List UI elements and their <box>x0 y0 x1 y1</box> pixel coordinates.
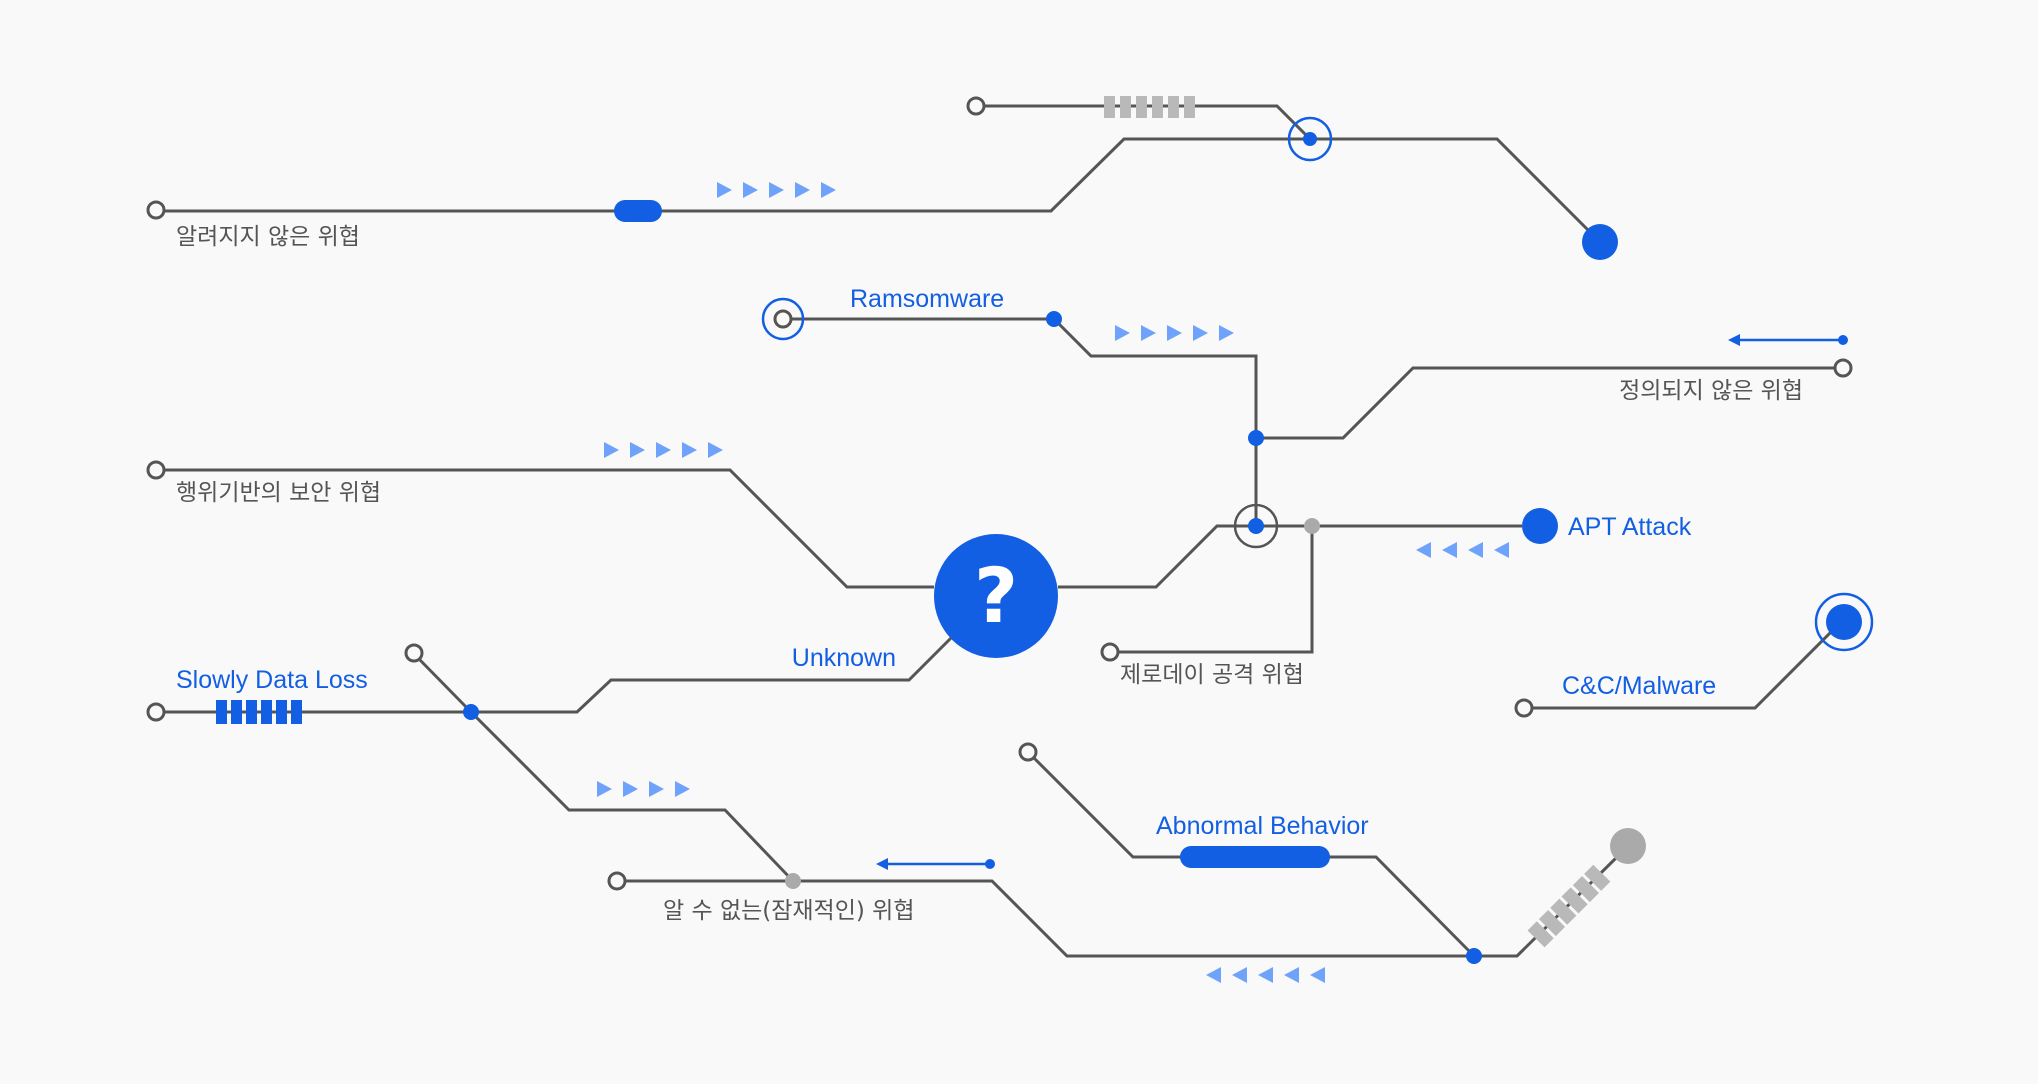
junction-dot <box>1303 132 1317 146</box>
junction-dot <box>1248 518 1264 534</box>
question-mark-icon: ? <box>974 551 1018 640</box>
gray-terminal-dot <box>1610 828 1646 864</box>
wire-top-gray <box>966 96 1333 162</box>
label-cnc-malware: C&C/Malware <box>1562 672 1716 700</box>
junction-dot <box>1466 948 1482 964</box>
label-ransomware: Ramsomware <box>850 285 1004 313</box>
arrow-origin-dot <box>1838 335 1848 345</box>
wire-unknown-threat: 알려지지 않은 위협 <box>146 137 1618 260</box>
label-behavior-threat: 행위기반의 보안 위협 <box>176 480 381 506</box>
junction-dot <box>1046 311 1062 327</box>
flow-arrows-left-icon <box>1206 967 1325 983</box>
wire-potential-threat <box>404 643 795 883</box>
start-node-icon <box>966 96 986 116</box>
label-zero-day-threat: 제로데이 공격 위협 <box>1120 662 1304 688</box>
label-undefined-threat: 정의되지 않은 위협 <box>1619 378 1803 404</box>
flow-arrows-right-icon <box>1115 325 1234 341</box>
wire-ransomware: Ramsomware <box>761 285 1258 526</box>
flow-arrows-right-icon <box>717 182 836 198</box>
target-ring-icon <box>1814 592 1874 652</box>
blue-segment-marker <box>216 700 302 724</box>
label-slowly-data-loss: Slowly Data Loss <box>176 666 368 694</box>
flow-arrows-right-icon <box>597 781 690 797</box>
blue-pill-marker <box>1180 846 1330 868</box>
wire-abnormal-behavior: Abnormal Behavior <box>1018 742 1482 964</box>
flow-arrows-left-icon <box>1416 542 1509 558</box>
arrow-left-icon <box>876 858 888 870</box>
gray-segment-marker <box>1104 96 1195 118</box>
start-node-icon <box>1018 742 1038 762</box>
label-unknown: Unknown <box>792 644 896 672</box>
endpoint-blue-dot <box>1582 224 1618 260</box>
gray-segment-marker <box>1527 864 1611 948</box>
gray-junction-dot <box>1304 518 1320 534</box>
junction-dot <box>1248 430 1264 446</box>
start-node-icon <box>146 702 166 722</box>
target-ring-icon <box>1287 116 1333 162</box>
start-node-icon <box>607 871 627 891</box>
gray-junction-dot <box>785 873 801 889</box>
start-node-icon <box>146 200 166 220</box>
arrow-left-icon <box>1728 334 1740 346</box>
wire-slowly-data-loss: Slowly Data Loss Unknown <box>146 636 953 724</box>
center-unknown-node: ? <box>934 534 1058 658</box>
wire-bottom: 알 수 없는(잠재적인) 위협 <box>607 828 1646 983</box>
start-node-icon <box>773 309 793 329</box>
blue-pill-marker <box>614 200 662 222</box>
label-unknown-threat: 알려지지 않은 위협 <box>176 224 360 250</box>
wire-undefined-threat: 정의되지 않은 위협 <box>1248 334 1853 446</box>
label-abnormal-behavior: Abnormal Behavior <box>1156 812 1369 840</box>
wire-zero-day-threat: 제로데이 공격 위협 <box>1100 518 1320 688</box>
label-apt-attack: APT Attack <box>1568 513 1692 541</box>
target-ring-icon <box>761 297 805 341</box>
wire-cnc-malware: C&C/Malware <box>1514 592 1874 718</box>
flow-arrows-right-icon <box>604 442 723 458</box>
start-node-icon <box>146 460 166 480</box>
start-node-icon <box>1514 698 1534 718</box>
junction-dot <box>463 704 479 720</box>
wire-apt: APT Attack <box>1058 503 1692 589</box>
arrow-origin-dot <box>985 859 995 869</box>
target-ring-icon <box>1233 503 1279 549</box>
wire-behavior-threat: 행위기반의 보안 위협 <box>146 442 934 589</box>
cnc-node-dot <box>1826 604 1862 640</box>
apt-node-dot <box>1522 508 1558 544</box>
label-potential-threat: 알 수 없는(잠재적인) 위협 <box>663 898 914 924</box>
start-node-icon <box>404 643 424 663</box>
start-node-icon <box>1833 358 1853 378</box>
start-node-icon <box>1100 642 1120 662</box>
